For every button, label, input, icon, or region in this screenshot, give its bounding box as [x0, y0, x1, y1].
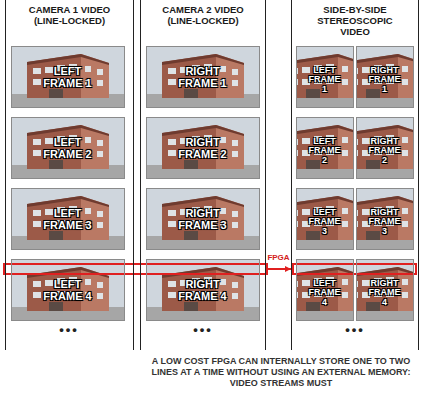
half-frame: LEFT FRAME 2: [296, 117, 354, 179]
fpga-arrow: [266, 268, 291, 270]
frame-label: RIGHT FRAME 2: [366, 137, 404, 166]
frame-label: RIGHT FRAME 1: [366, 66, 404, 95]
column-heading: CAMERA 2 VIDEO (LINE-LOCKED): [162, 4, 244, 26]
video-frame: LEFT FRAME 2: [11, 117, 125, 179]
frame-label: RIGHT FRAME 1: [172, 65, 234, 89]
half-frame: LEFT FRAME 3: [296, 188, 354, 250]
frame-label: LEFT FRAME 1: [306, 66, 344, 95]
frame-label: LEFT FRAME 3: [37, 207, 99, 231]
half-frame: RIGHT FRAME 2: [356, 117, 414, 179]
frame-label: LEFT FRAME 4: [37, 278, 99, 302]
line-buffer-strip: [293, 264, 416, 274]
frame-label: LEFT FRAME 2: [306, 137, 344, 166]
half-frame: RIGHT FRAME 1: [356, 46, 414, 108]
frame-label: LEFT FRAME 4: [306, 279, 344, 308]
half-frame: LEFT FRAME 4: [296, 259, 354, 321]
continuation-dots: •••: [59, 322, 79, 337]
line-buffer-strip: [4, 264, 267, 274]
frame-label: RIGHT FRAME 4: [366, 279, 404, 308]
frame-label: RIGHT FRAME 2: [172, 136, 234, 160]
video-column: CAMERA 2 VIDEO (LINE-LOCKED) RIGHT FRAME …: [140, 0, 266, 350]
frame-label: LEFT FRAME 3: [306, 208, 344, 237]
caption: A LOW COST FPGA CAN INTERNALLY STORE ONE…: [150, 356, 412, 389]
frame-label: RIGHT FRAME 3: [172, 207, 234, 231]
frame-label: LEFT FRAME 1: [37, 65, 99, 89]
camera-2-frames: [146, 46, 260, 321]
half-frame: RIGHT FRAME 4: [356, 259, 414, 321]
video-frame: LEFT FRAME 3: [11, 188, 125, 250]
edge-label: FPGA: [267, 253, 289, 262]
video-frame: LEFT FRAME 1: [11, 46, 125, 108]
half-frame: RIGHT FRAME 3: [356, 188, 414, 250]
camera-1-frames: [11, 46, 125, 321]
frame-label: LEFT FRAME 2: [37, 136, 99, 160]
video-column: CAMERA 1 VIDEO (LINE-LOCKED) LEFT FRAME 1…: [5, 0, 134, 350]
frame-label: RIGHT FRAME 3: [366, 208, 404, 237]
video-frame: RIGHT FRAME 3: [146, 188, 260, 250]
video-column: SIDE-BY-SIDE STEREOSCOPIC VIDEO LEFT FRAM…: [291, 0, 419, 350]
half-frame: LEFT FRAME 1: [296, 46, 354, 108]
video-frame: RIGHT FRAME 2: [146, 117, 260, 179]
column-heading: CAMERA 1 VIDEO (LINE-LOCKED): [29, 4, 111, 26]
continuation-dots: •••: [345, 322, 365, 337]
video-frame: LEFT FRAME 4: [11, 259, 125, 321]
frame-label: RIGHT FRAME 4: [172, 278, 234, 302]
column-heading: SIDE-BY-SIDE STEREOSCOPIC VIDEO: [314, 4, 396, 37]
video-frame: RIGHT FRAME 4: [146, 259, 260, 321]
continuation-dots: •••: [193, 322, 213, 337]
video-frame: RIGHT FRAME 1: [146, 46, 260, 108]
